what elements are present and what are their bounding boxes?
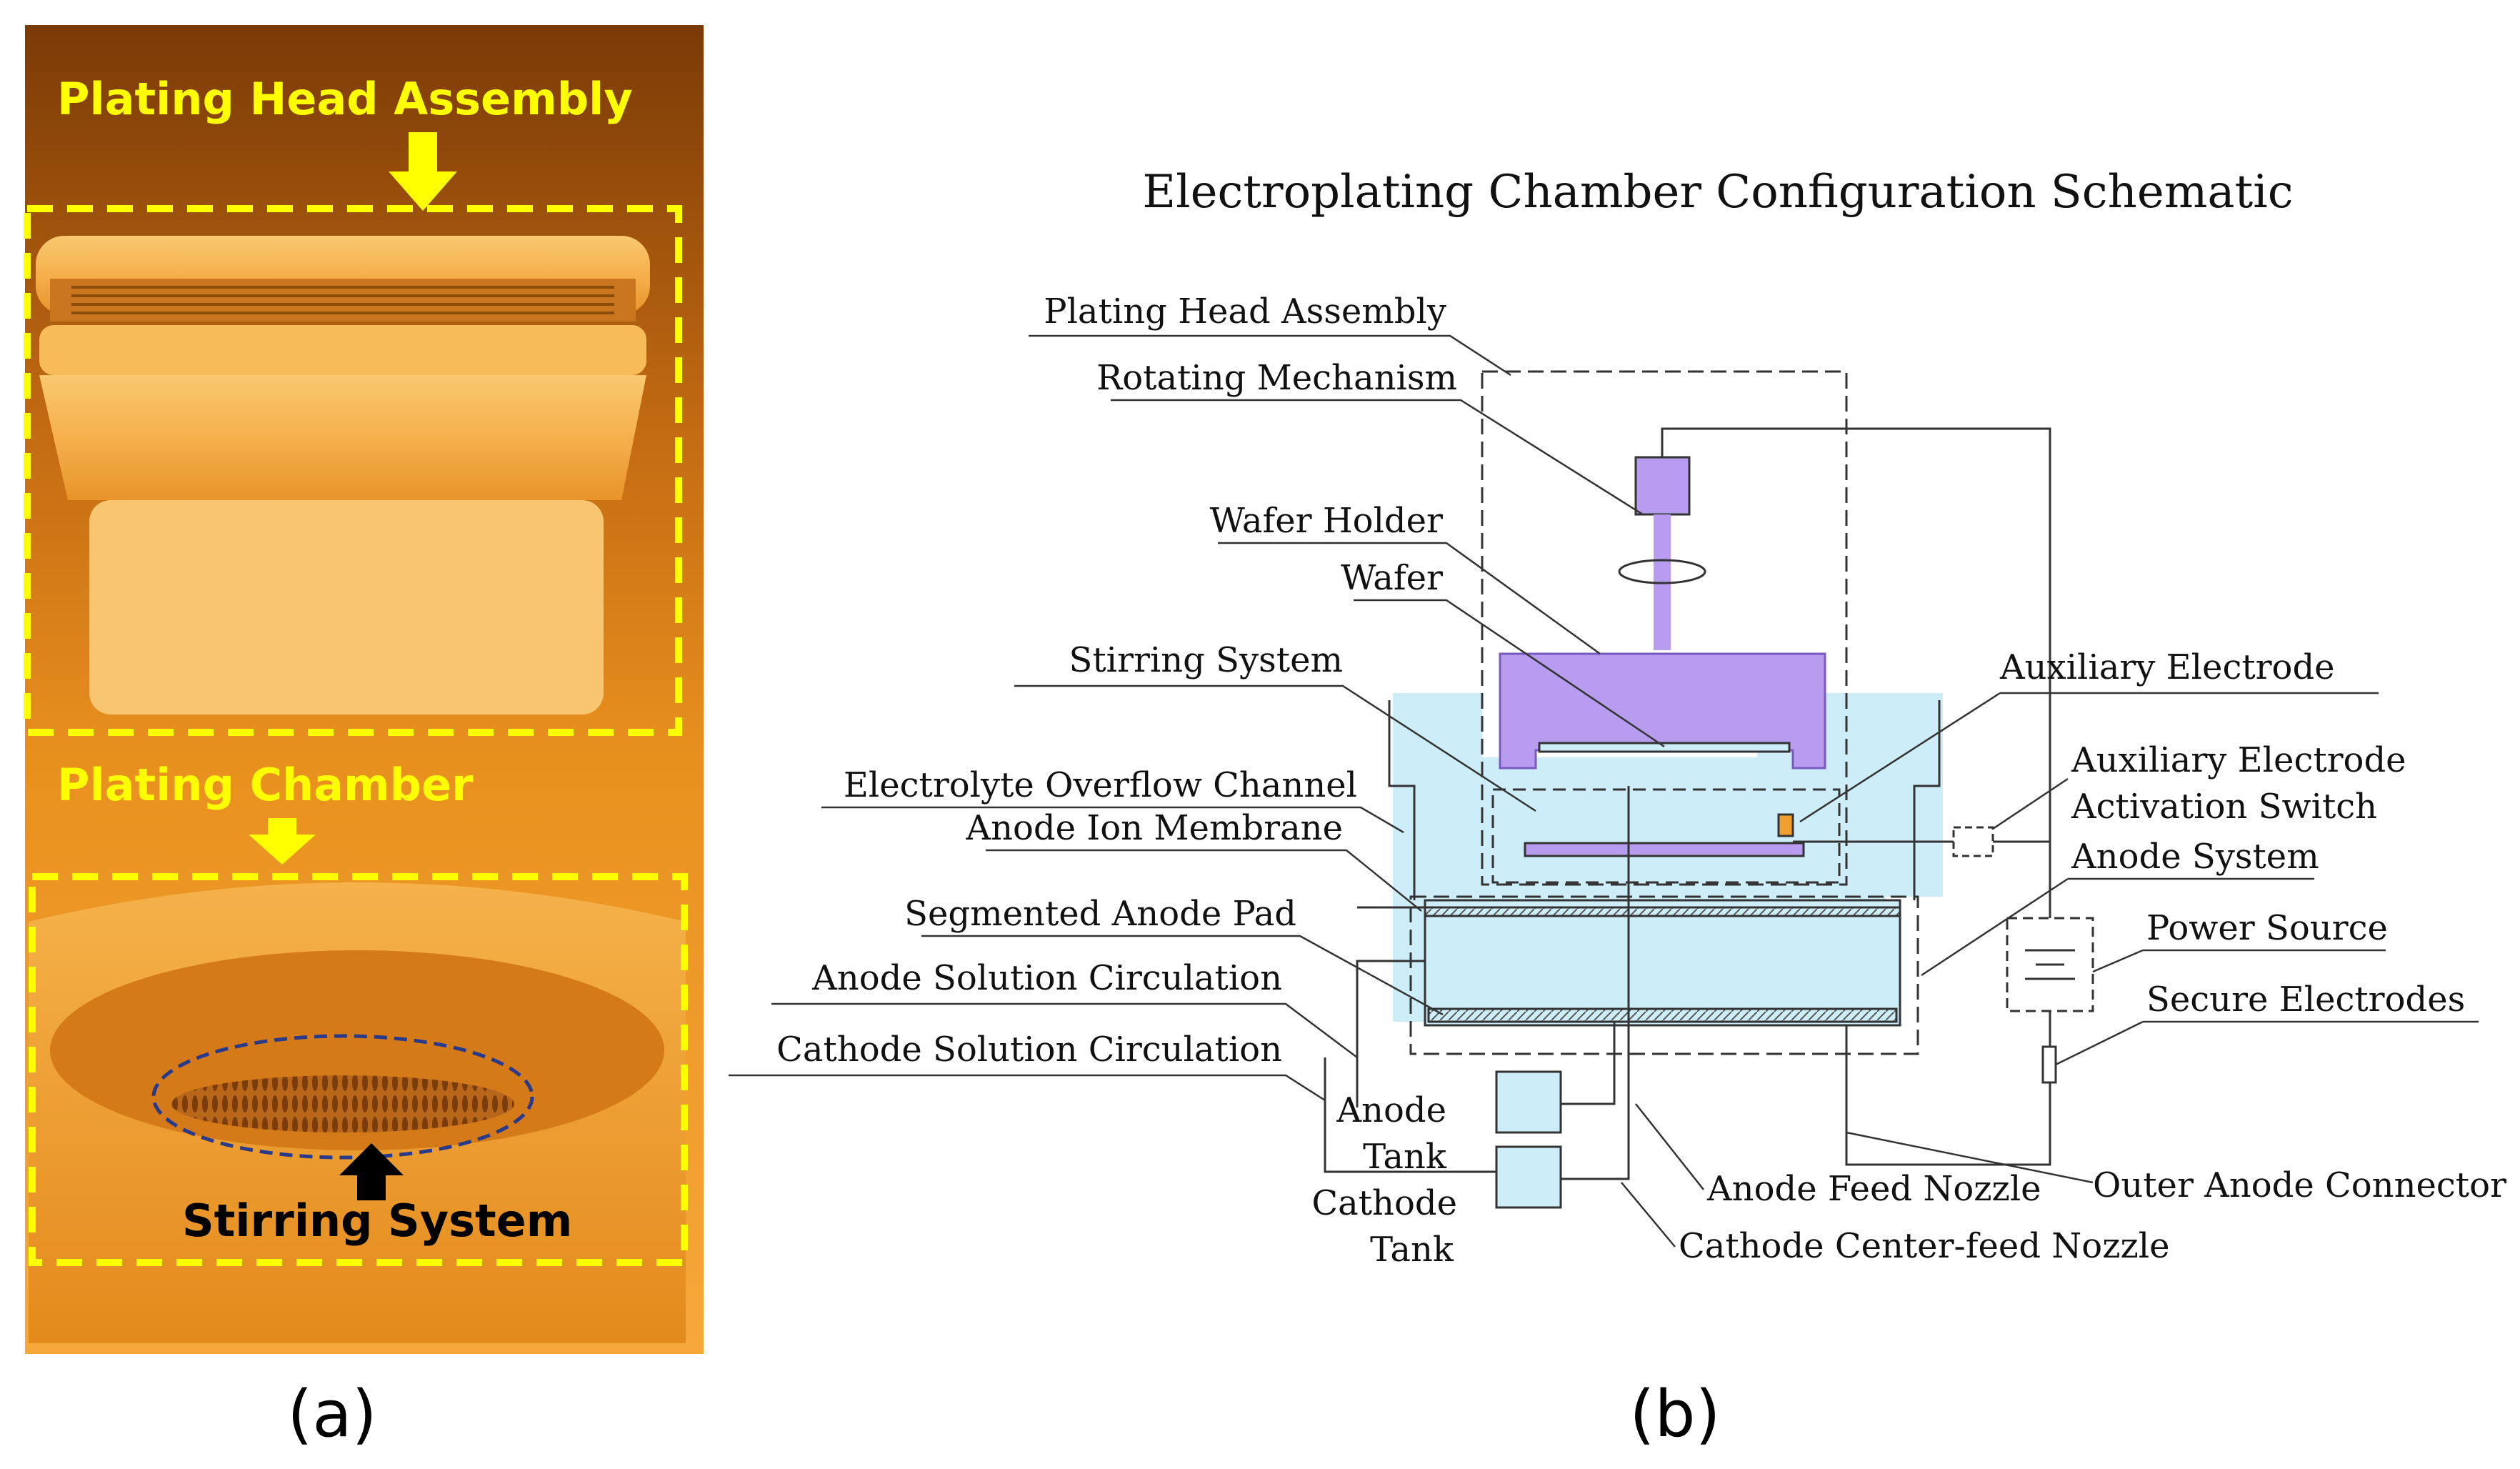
- head-highlight-box: [24, 205, 682, 736]
- schematic-title: Electroplating Chamber Configuration Sch…: [1142, 166, 2293, 219]
- label-stirring-photo: Stirring System: [182, 1195, 572, 1247]
- label-plating-head: Plating Head Assembly: [1044, 292, 1446, 332]
- label-secure: Secure Electrodes: [2146, 980, 2465, 1020]
- head-vent-band: [50, 279, 636, 322]
- label-pad: Segmented Anode Pad: [904, 894, 1296, 934]
- stirring-outline: [151, 1034, 534, 1160]
- panel-a-photo: Plating Head Assembly Plating Chamber St…: [24, 25, 704, 1354]
- anode-chamber-fill: [1424, 899, 1901, 1027]
- chamber-highlight-box: [29, 873, 688, 1266]
- label-anode-system: Anode System: [2071, 837, 2319, 877]
- leader-lines: [729, 334, 2479, 1248]
- auxiliary-electrode: [1777, 813, 1794, 837]
- wiring-main: [1661, 427, 2051, 1166]
- label-power: Power Source: [2146, 908, 2388, 948]
- label-overflow: Electrolyte Overflow Channel: [844, 765, 1357, 805]
- circulation-pipes: [1324, 786, 1630, 1180]
- anode-ion-membrane: [1424, 906, 1901, 917]
- label-outer-anode: Outer Anode Connector: [2093, 1165, 2506, 1205]
- label-rotating: Rotating Mechanism: [1096, 358, 1457, 398]
- plating-head-outline: [1481, 370, 1848, 886]
- stirring-grill: [171, 1075, 514, 1132]
- chamber-wall: [1388, 700, 1941, 900]
- segmented-anode-pad: [1427, 1007, 1898, 1023]
- head-lower-cylinder: [89, 500, 604, 714]
- head-body: [39, 375, 646, 500]
- head-vent-slots: [71, 286, 614, 314]
- label-plating-head-photo: Plating Head Assembly: [57, 73, 633, 125]
- label-aux-switch-1: Auxiliary Electrode: [2071, 740, 2406, 780]
- label-wafer: Wafer: [1341, 558, 1443, 598]
- anode-system-outline: [1409, 895, 1919, 1055]
- label-anode-feed: Anode Feed Nozzle: [1706, 1169, 2041, 1209]
- head-arrow: [389, 132, 457, 211]
- label-anode-tank-2: Tank: [1363, 1137, 1447, 1177]
- right-labels: Auxiliary Electrode Auxiliary Electrode …: [1679, 647, 2506, 1266]
- caption-a: (a): [287, 1377, 376, 1452]
- stirring-arrow: [339, 1143, 404, 1200]
- label-plating-chamber-photo: Plating Chamber: [57, 759, 474, 811]
- label-membrane: Anode Ion Membrane: [965, 808, 1343, 848]
- secure-electrode: [2041, 1045, 2057, 1084]
- panel-b-schematic: [1324, 370, 2094, 1209]
- label-cathode-tank-2: Tank: [1370, 1230, 1454, 1270]
- caption-b: (b): [1629, 1377, 1720, 1452]
- head-mid-ring: [39, 325, 646, 375]
- aux-switch-box: [1952, 826, 1994, 857]
- label-cathode-tank-1: Cathode: [1311, 1183, 1457, 1223]
- label-stirring: Stirring System: [1069, 640, 1343, 680]
- label-cathode-circ: Cathode Solution Circulation: [776, 1030, 1282, 1070]
- wafer-holder: [1499, 652, 1826, 770]
- label-aux-electrode: Auxiliary Electrode: [1999, 647, 2335, 687]
- stirring-region: [1491, 788, 1841, 884]
- wafer: [1538, 742, 1791, 753]
- chamber-arrow: [249, 818, 316, 865]
- label-cathode-feed: Cathode Center-feed Nozzle: [1679, 1226, 2170, 1266]
- rotating-mechanism: [1634, 456, 1691, 516]
- anode-tank: [1495, 1070, 1562, 1134]
- label-wafer-holder: Wafer Holder: [1210, 501, 1443, 541]
- rotation-arrow: [1618, 559, 1706, 584]
- label-anode-tank-1: Anode: [1336, 1090, 1446, 1130]
- label-aux-switch-2: Activation Switch: [2071, 787, 2377, 827]
- left-labels: Plating Head Assembly Rotating Mechanism…: [776, 292, 1457, 1270]
- label-anode-circ: Anode Solution Circulation: [811, 958, 1282, 998]
- cathode-tank: [1495, 1145, 1562, 1209]
- stirring-paddle: [1524, 842, 1805, 857]
